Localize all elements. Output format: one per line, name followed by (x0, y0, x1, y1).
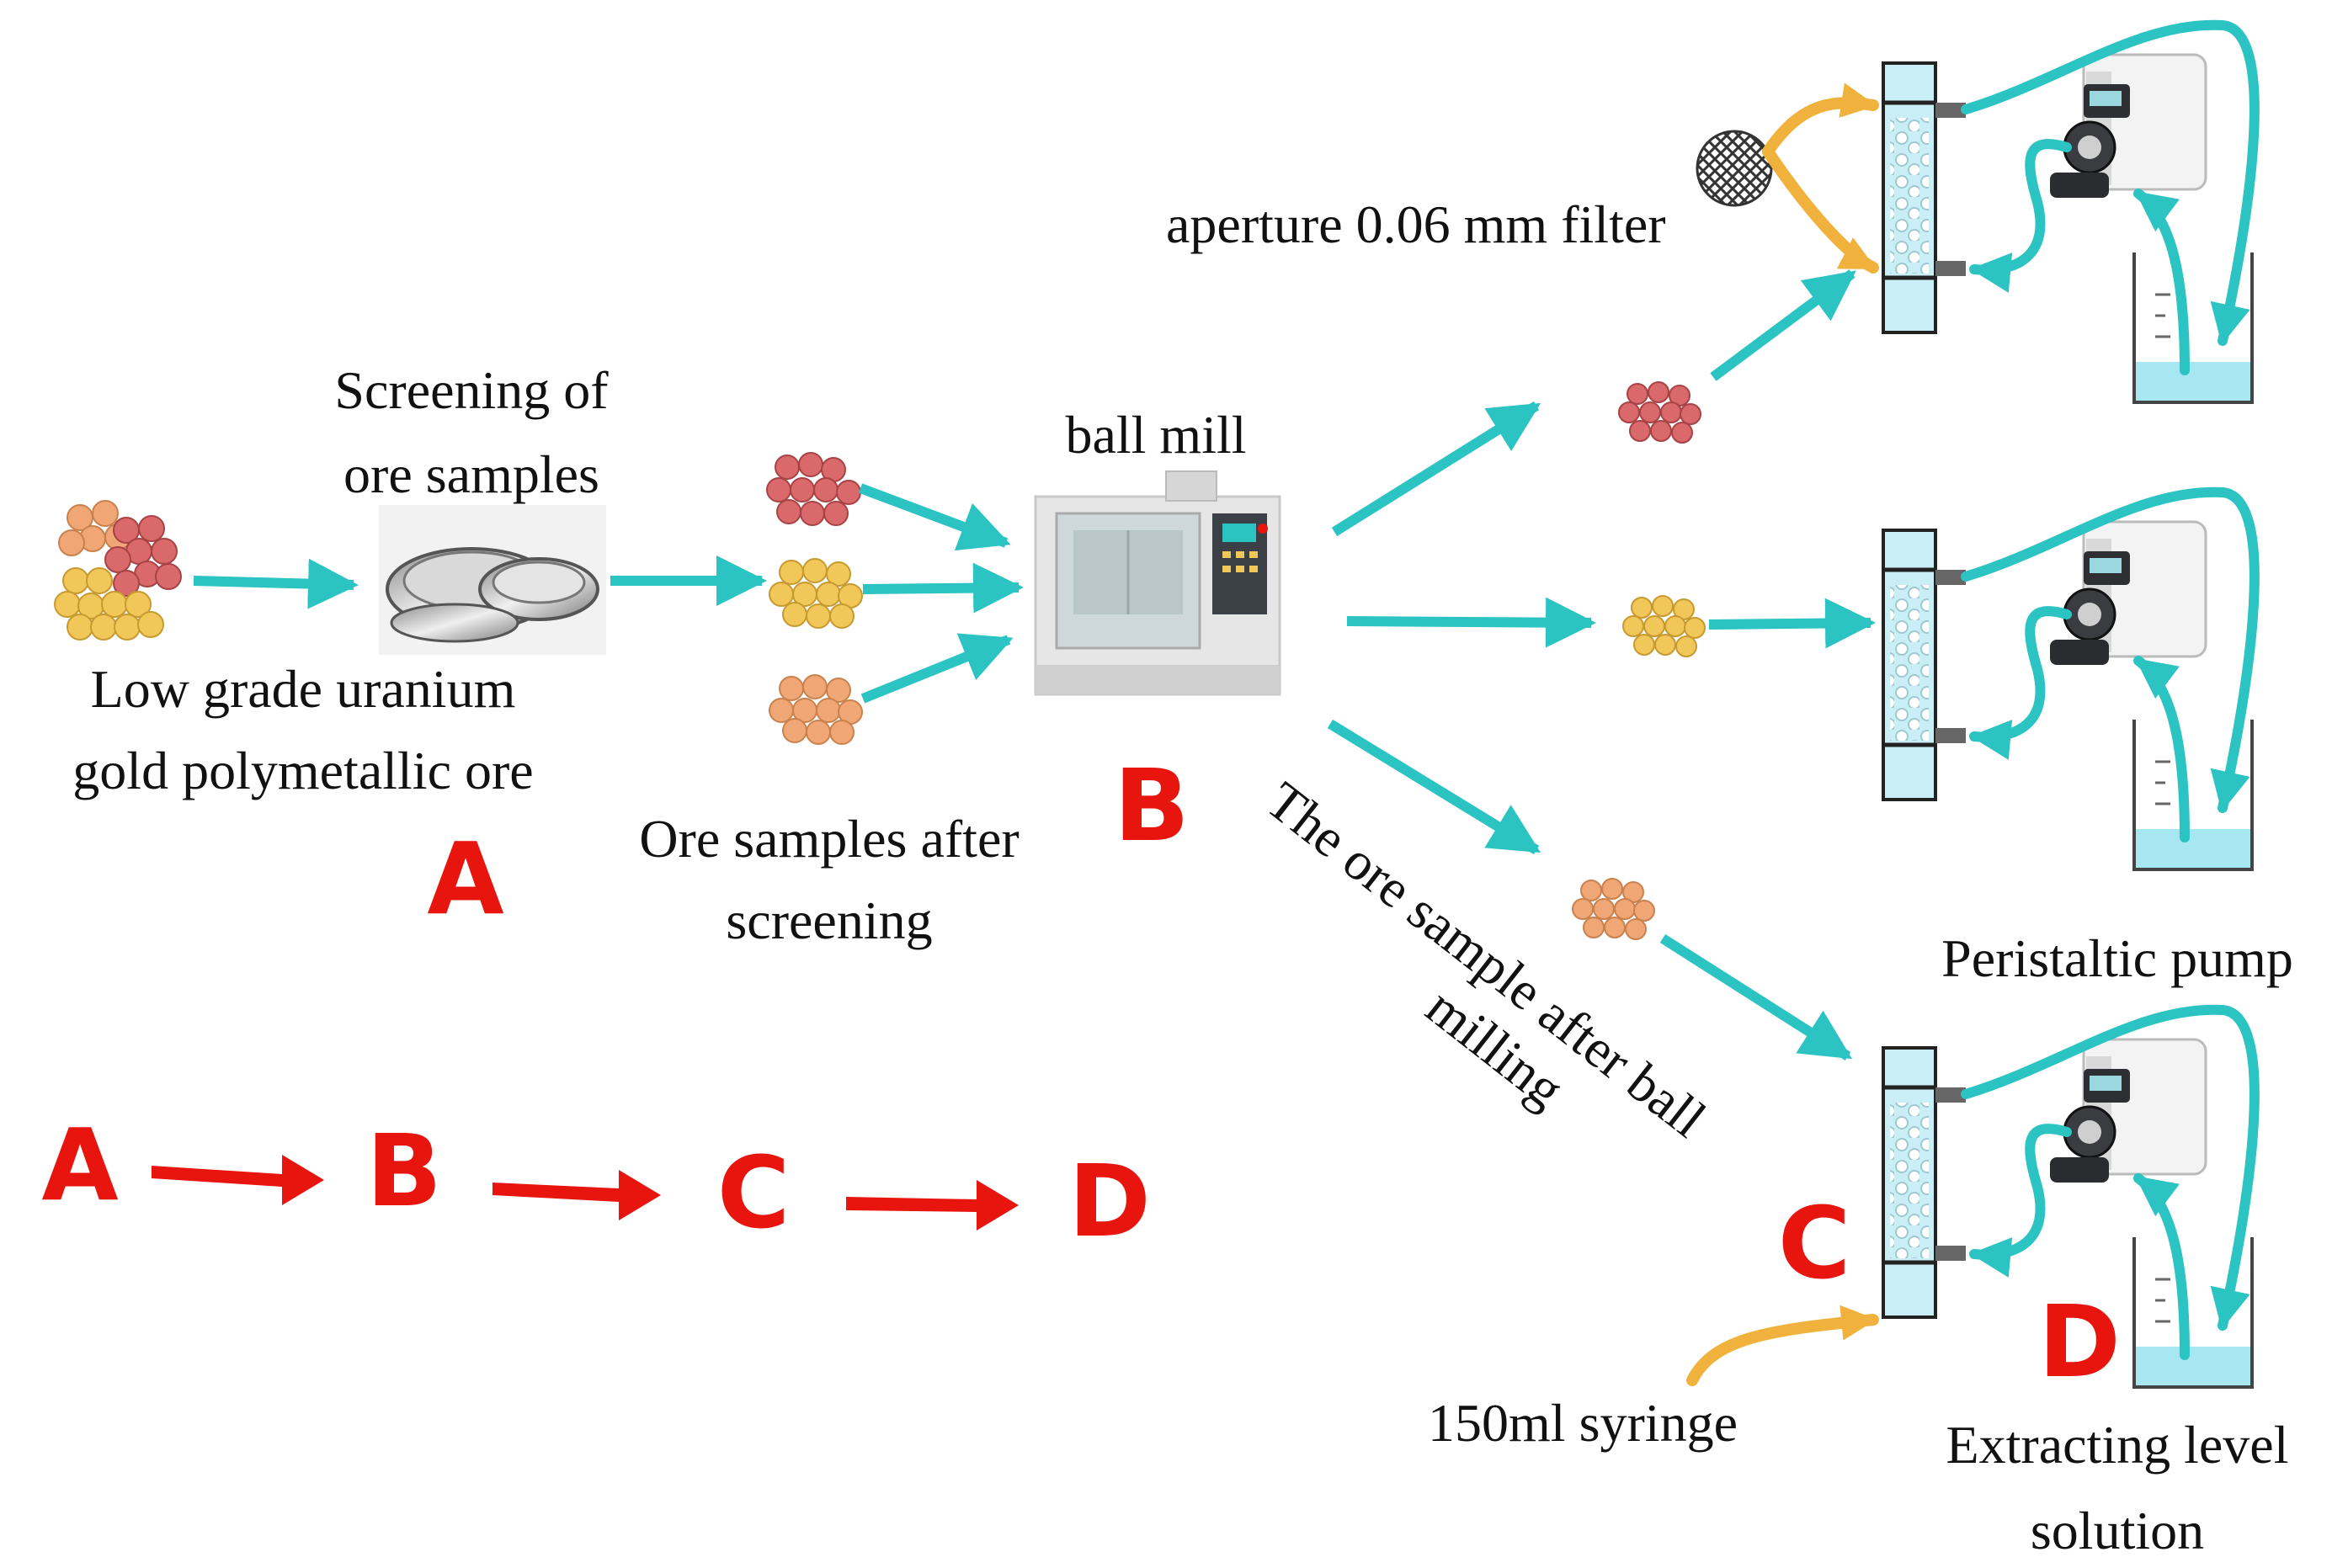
after-milling-label-line1: The ore sample after ball (1255, 770, 1717, 1149)
sequence-letters: A B C D (41, 1107, 1151, 1259)
sequence-letter-b: B (366, 1113, 442, 1229)
labels: Screening of ore samples Low grade urani… (72, 194, 2293, 1560)
peristaltic-pump-icon (2050, 520, 2207, 665)
ball-mill-label: ball mill (1065, 405, 1246, 465)
stage-letters: A B C D (427, 747, 2121, 1400)
sieve-icon (379, 505, 606, 655)
sequence-arrows (152, 1155, 1019, 1230)
beaker-icon (2132, 252, 2254, 404)
screening-label-line1: Screening of (334, 360, 609, 420)
pump-label: Peristaltic pump (1941, 928, 2293, 988)
sequence-letter-a: A (41, 1107, 118, 1223)
after-screening-label-line2: screening (726, 890, 932, 950)
leaching-column-icon (1882, 529, 1966, 801)
flow-arrows (193, 269, 1876, 1061)
beaker-icon (2132, 720, 2254, 871)
leaching-column-icon (1882, 61, 1966, 334)
stage-letter-c: C (1778, 1185, 1851, 1301)
leaching-setup-3 (1882, 1004, 2260, 1389)
ball-mill-icon (1034, 470, 1281, 696)
filter-mesh-icon (1696, 130, 1773, 207)
ore-pile-icon (54, 500, 182, 640)
ore-pile-icon (766, 452, 863, 745)
solution-label-line2: solution (2031, 1501, 2204, 1560)
leaching-setup-1 (1882, 19, 2260, 404)
solution-label-line1: Extracting level (1946, 1415, 2289, 1475)
sequence-letter-d: D (1068, 1143, 1151, 1259)
ore-pile-icon (1572, 381, 1706, 940)
peristaltic-pump-icon (2050, 1038, 2207, 1183)
screening-label-line2: ore samples (343, 444, 599, 504)
raw-ore-label-line1: Low grade uranium (91, 659, 516, 719)
sequence-letter-c: C (717, 1135, 791, 1251)
beaker-icon (2132, 1237, 2254, 1389)
pump-tubing (1961, 1004, 2260, 1360)
stage-letter-a: A (427, 821, 503, 937)
after-screening-label-line1: Ore samples after (639, 809, 1019, 869)
raw-ore-label-line2: gold polymetallic ore (72, 741, 533, 800)
leaching-setup-2 (1882, 486, 2260, 871)
filter-label: aperture 0.06 mm filter (1166, 194, 1666, 254)
pump-tubing (1961, 19, 2260, 375)
syringe-label: 150ml syringe (1428, 1393, 1738, 1453)
stage-letter-b: B (1114, 747, 1190, 864)
leaching-setups (1882, 19, 2260, 1389)
syringe-tube-icon (1686, 82, 1879, 1386)
leaching-column-icon (1882, 1046, 1966, 1319)
peristaltic-pump-icon (2050, 53, 2207, 198)
pump-tubing (1961, 486, 2260, 842)
stage-letter-d: D (2038, 1284, 2121, 1400)
